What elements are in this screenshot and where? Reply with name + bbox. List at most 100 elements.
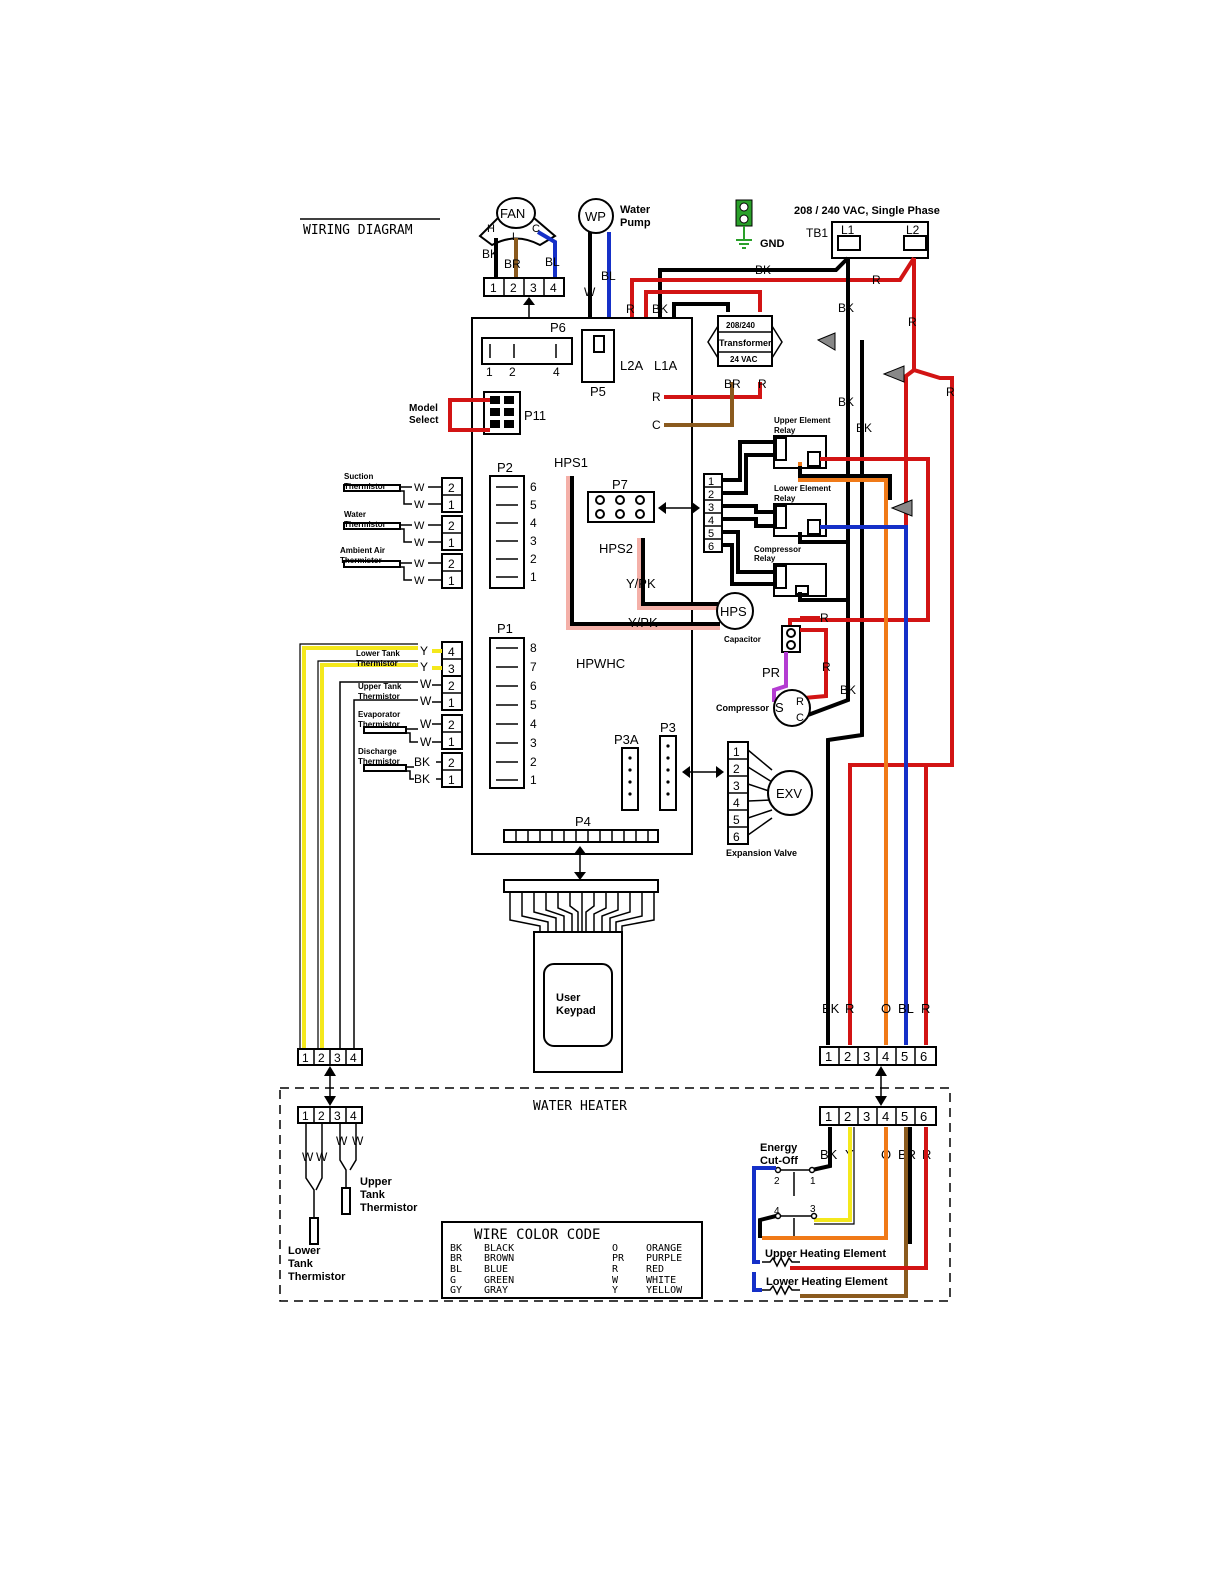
model-select-1: Model [409,403,438,414]
transformer [707,315,783,367]
water-thermistor-probe [343,522,401,530]
right-wire-bl: BL [898,1001,914,1016]
p1-label: P1 [497,621,513,636]
water-pump-label-1: Water [620,204,651,216]
keypad-label-2: Keypad [556,1005,596,1017]
tank-thermistor-wires [305,1123,357,1218]
upper-relay-ctl-2 [722,453,778,495]
right-pin: 4 [882,1049,889,1064]
p3a-label: P3A [614,732,639,747]
lower-tank-y-2: Y [420,660,428,674]
upper-tank-w-label-2: W [420,694,432,708]
upper-tank-label-2: Thermistor [358,692,400,701]
cutoff-bl-wire-2 [752,1272,762,1292]
svg-text:2: 2 [448,481,455,495]
l1-bk-label-3: BK [856,421,872,435]
svg-text:3: 3 [448,662,455,676]
transformer-br-wire [664,382,734,427]
fan-pin: 3 [530,281,537,295]
p2-pin: 5 [530,498,537,512]
transformer-br: BR [724,377,741,391]
p6-label: P6 [550,320,566,335]
l1-to-board-wire [658,256,850,340]
suction-label-2: Thermistor [344,482,386,491]
svg-text:WHITE: WHITE [646,1275,676,1286]
hps1-pink-wire [566,476,720,630]
cap-r-label: R [820,611,829,625]
svg-text:G: G [450,1275,456,1286]
transformer-pri: 208/240 [726,321,755,330]
fan-wire-bl: BL [545,255,560,269]
keypad-ribbon [509,892,655,932]
lower-relay-ctl-1 [722,504,778,514]
p1-pin: 1 [530,773,537,787]
cutoff-pin-1: 1 [810,1176,816,1187]
svg-text:2: 2 [448,679,455,693]
svg-text:GREEN: GREEN [484,1275,514,1286]
evap-w-2: W [420,735,432,749]
suction-w-2: W [414,499,425,511]
p1-connector [489,637,525,789]
hps-switch [716,592,754,630]
ambient-label-1: Ambient Air [340,546,385,555]
fan-tap-h: H [487,223,495,235]
p3-pin-dots [628,744,670,796]
right-wire-r2: R [921,1001,930,1016]
left-pin: 4 [350,1051,357,1065]
hps2-label: HPS2 [599,541,633,556]
left-connector-top: 1 2 3 4 [297,1048,363,1066]
water-w-2: W [414,537,425,549]
cutoff-bl-wire-1 [752,1166,776,1264]
transformer-sec: 24 VAC [730,355,758,364]
svg-text:2: 2 [448,519,455,533]
p1-pin: 4 [530,717,537,731]
p3-label: P3 [660,720,676,735]
fan-wire-bk: BK [482,247,498,261]
upper-tank-therm-2: Tank [360,1189,386,1201]
suction-thermistor-probe [343,484,401,492]
right-pin: 5 [901,1049,908,1064]
transformer-r: R [758,377,767,391]
p4-connector [503,829,659,843]
p4-pin-dividers [515,830,649,842]
wire-nut-3 [890,499,913,517]
right-connector-bottom: 1 2 3 4 5 6 [819,1106,937,1126]
svg-text:1: 1 [448,498,455,512]
wire-nut-1 [816,332,836,351]
fan-pin: 4 [550,281,557,295]
p1-thermistor-pins: 4 3 2 1 2 1 2 1 [448,645,455,787]
svg-text:BROWN: BROWN [484,1253,514,1264]
exv-label: EXV [776,786,802,801]
lower-element-coil [762,1284,800,1296]
p2-pins [496,486,518,578]
lower-element-label-bg [764,1273,904,1289]
svg-text:YELLOW: YELLOW [646,1285,683,1296]
svg-text:BLUE: BLUE [484,1264,508,1275]
lower-tank-label-2: Thermistor [356,659,398,668]
p2-pin: 2 [530,552,537,566]
wire-color-code-table [441,1221,703,1299]
p11-label: P11 [524,408,546,423]
discharge-bk-2: BK [414,772,430,786]
right-pin: 2 [844,1109,851,1124]
lower-tank-probe [309,1217,319,1245]
comp-bk-label: BK [840,683,856,697]
keypad-label-1: User [556,992,581,1004]
water-heater-boundary [279,1087,951,1302]
discharge-label-2: Thermistor [358,757,400,766]
hps2-wire [641,538,718,606]
l1a-label: L1A [654,358,677,373]
svg-text:BL: BL [450,1264,462,1275]
suction-label-1: Suction [344,472,373,481]
upper-element-label: Upper Heating Element [765,1248,886,1260]
energy-cutoff-1: Energy [760,1142,798,1154]
svg-text:BK: BK [450,1243,462,1254]
diagram-title: WIRING DIAGRAM [303,223,413,238]
right-pin: 2 [844,1049,851,1064]
l2-heater-trunk [904,368,928,1045]
discharge-thermistor-probe [363,764,407,772]
hps1-label: HPS1 [554,455,588,470]
evap-thermistor-probe [363,726,407,734]
evap-label-2: Thermistor [358,720,400,729]
lower-tank-therm-2: Tank [288,1258,314,1270]
